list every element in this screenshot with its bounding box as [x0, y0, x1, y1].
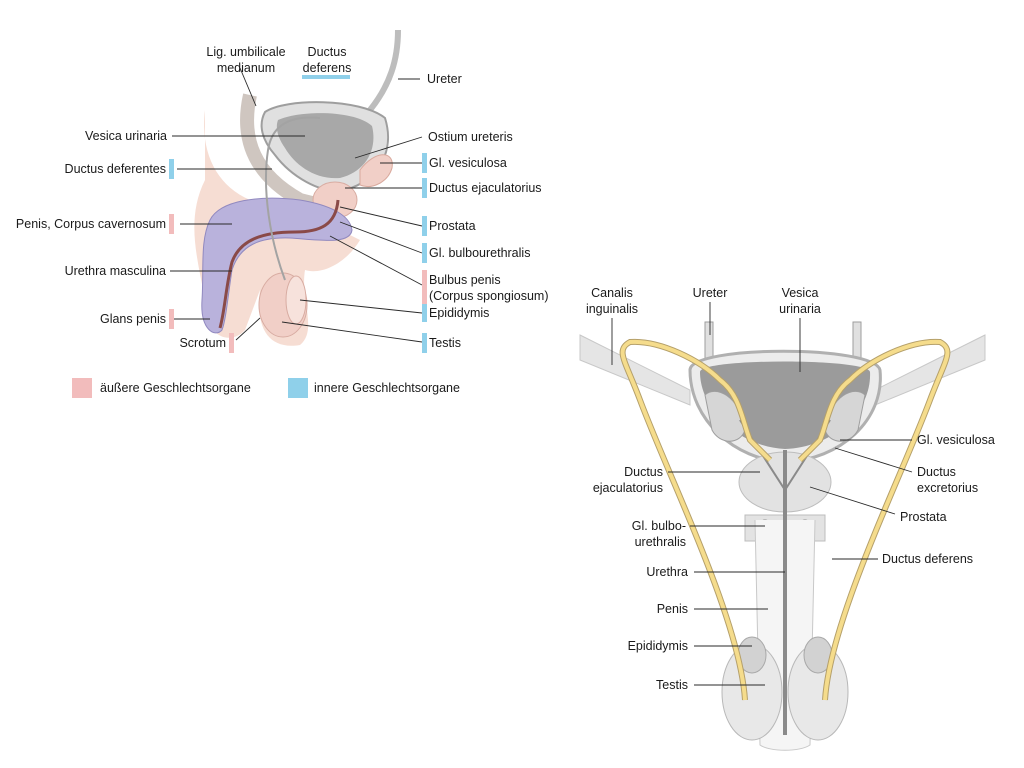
inguinal-band-left	[579, 334, 691, 406]
marker-testis	[422, 333, 427, 353]
legend-swatch-internal	[288, 378, 308, 398]
label-gl-bulbo-2: urethralis	[635, 535, 686, 549]
label-prostata-right: Prostata	[900, 510, 947, 524]
marker-ductus-deferens	[302, 75, 350, 79]
marker-penis	[169, 214, 174, 234]
urethra-line	[218, 199, 340, 329]
marker-ductus-deferentes	[169, 159, 174, 179]
left-labels: Lig. umbilicale medianum Ductus deferens…	[16, 45, 549, 350]
ductus-deferens-left	[620, 339, 772, 701]
label-ductus-deferentes: Ductus deferentes	[65, 162, 166, 176]
label-epididymis-right: Epididymis	[628, 639, 688, 653]
label-ductus-deferens-right: Ductus deferens	[882, 552, 973, 566]
label-gl-vesiculosa-right: Gl. vesiculosa	[917, 433, 995, 447]
legend: äußere Geschlechtsorgane innere Geschlec…	[72, 378, 460, 398]
marker-gl-bulbourethralis	[422, 243, 427, 263]
marker-gl-vesiculosa	[422, 153, 427, 173]
right-leader-lines	[611, 302, 913, 686]
marker-bulbus-penis	[422, 270, 427, 304]
label-ductus-excretorius-2: excretorius	[917, 481, 978, 495]
right-labels: Canalis inguinalis Ureter Vesica urinari…	[586, 286, 995, 692]
left-leader-lines	[170, 67, 423, 343]
label-lig-umbilicale-2: medianum	[217, 61, 275, 75]
label-scrotum: Scrotum	[179, 336, 226, 350]
label-canalis-2: inguinalis	[586, 302, 638, 316]
marker-scrotum	[229, 333, 234, 353]
label-ductus-ejaculatorius-r1: Ductus	[624, 465, 663, 479]
left-markers	[169, 75, 427, 353]
label-epididymis: Epididymis	[429, 306, 489, 320]
label-urethra-masculina: Urethra masculina	[65, 264, 166, 278]
label-penis-right: Penis	[657, 602, 688, 616]
label-ureter: Ureter	[427, 72, 462, 86]
label-bulbus-penis-2: (Corpus spongiosum)	[429, 289, 549, 303]
label-ureter-right: Ureter	[693, 286, 728, 300]
label-vesica-1: Vesica	[782, 286, 819, 300]
legend-label-internal: innere Geschlechtsorgane	[314, 381, 460, 395]
label-gl-vesiculosa: Gl. vesiculosa	[429, 156, 507, 170]
label-gl-bulbourethralis: Gl. bulbourethralis	[429, 246, 530, 260]
corpus-cavernosum-shape	[201, 197, 353, 334]
label-urethra-right: Urethra	[646, 565, 688, 579]
marker-glans-penis	[169, 309, 174, 329]
sagittal-illustration	[194, 29, 401, 346]
legend-label-external: äußere Geschlechtsorgane	[100, 381, 251, 395]
label-lig-umbilicale-1: Lig. umbilicale	[206, 45, 285, 59]
label-vesica-urinaria: Vesica urinaria	[85, 129, 167, 143]
label-ductus-deferens-1: Ductus	[308, 45, 347, 59]
marker-prostata	[422, 216, 427, 236]
label-ductus-ejaculatorius-r2: ejaculatorius	[593, 481, 663, 495]
label-glans-penis: Glans penis	[100, 312, 166, 326]
label-ductus-deferens-2: deferens	[303, 61, 352, 75]
label-testis: Testis	[429, 336, 461, 350]
legend-swatch-external	[72, 378, 92, 398]
ductus-deferens-right	[798, 339, 950, 701]
label-penis-corpus-cavernosum: Penis, Corpus cavernosum	[16, 217, 166, 231]
label-prostata: Prostata	[429, 219, 476, 233]
label-bulbus-penis-1: Bulbus penis	[429, 273, 501, 287]
label-ductus-ejaculatorius: Ductus ejaculatorius	[429, 181, 542, 195]
label-testis-right: Testis	[656, 678, 688, 692]
ureter-tube	[367, 29, 401, 112]
marker-ductus-ejaculatorius	[422, 178, 427, 198]
label-vesica-2: urinaria	[779, 302, 821, 316]
label-gl-bulbo-1: Gl. bulbo-	[632, 519, 686, 533]
bladder-lumen	[276, 113, 374, 179]
label-ductus-excretorius-1: Ductus	[917, 465, 956, 479]
label-canalis-1: Canalis	[591, 286, 633, 300]
label-ostium-ureteris: Ostium ureteris	[428, 130, 513, 144]
marker-epididymis	[422, 304, 427, 322]
frontal-illustration	[579, 321, 986, 751]
